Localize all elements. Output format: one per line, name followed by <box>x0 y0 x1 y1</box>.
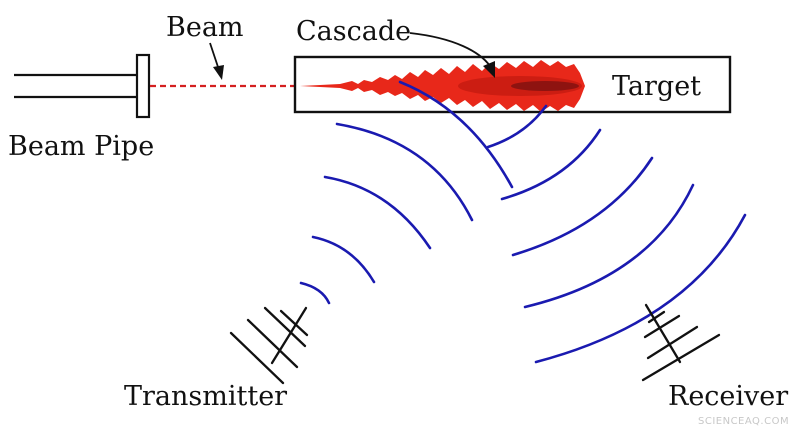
cascade-shower <box>300 60 585 112</box>
transmitted-waves <box>299 80 514 305</box>
beam-pipe-icon <box>14 53 151 119</box>
reflected-waves <box>486 104 747 364</box>
transmitter-label: Transmitter <box>124 381 287 412</box>
target-label: Target <box>612 71 701 102</box>
transmitter-antenna-icon <box>229 306 309 385</box>
beam-arrow <box>209 42 224 80</box>
beam-label: Beam <box>166 12 244 43</box>
watermark: SCIENCEAQ.COM <box>698 416 789 427</box>
receiver-label: Receiver <box>668 381 788 412</box>
cascade-label: Cascade <box>296 16 411 47</box>
beam-pipe-label: Beam Pipe <box>8 131 154 162</box>
cascade-arrow <box>409 32 495 78</box>
receiver-antenna-icon <box>641 303 721 382</box>
